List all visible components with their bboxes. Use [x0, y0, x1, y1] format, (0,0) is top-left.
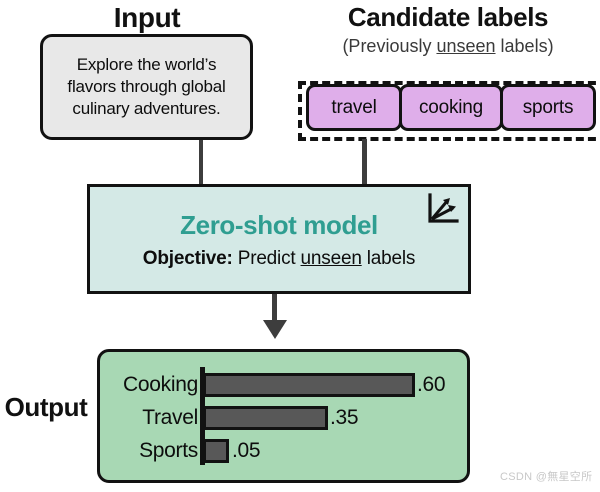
chart-bar-cooking: [203, 373, 415, 397]
diverging-arrows-axis-icon: [428, 193, 459, 223]
candidate-labels-container: [298, 81, 600, 141]
candidate-sub-post: labels): [495, 36, 554, 56]
chart-axis-line: [200, 367, 205, 465]
label-chip-sports[interactable]: sports: [500, 84, 596, 131]
connector-input-to-model: [199, 140, 203, 185]
label-chip-sports-text: sports: [522, 96, 574, 118]
chart-row: Cooking .60: [110, 372, 600, 398]
zero-shot-model-title: Zero-shot model: [180, 210, 378, 240]
output-box: [97, 349, 470, 483]
chart-bar-sports: [203, 439, 229, 463]
chart-value-cooking: .60: [417, 373, 446, 396]
chart-bar-travel: [203, 406, 328, 430]
candidate-labels-subheading: (Previously unseen labels): [296, 36, 600, 57]
label-chip-travel-text: travel: [331, 96, 377, 118]
connector-labels-to-model: [362, 139, 367, 185]
label-chip-cooking-text: cooking: [418, 96, 484, 118]
candidate-labels-heading: Candidate labels: [347, 2, 549, 32]
output-heading: Output: [4, 392, 88, 422]
label-chip-travel[interactable]: travel: [306, 84, 402, 131]
watermark: CSDN @無星空所: [500, 471, 593, 483]
input-text: Explore the world’s flavors through glob…: [67, 55, 226, 118]
zero-shot-model-objective: Objective: Predict unseen labels: [90, 248, 468, 270]
objective-label: Objective:: [142, 248, 233, 269]
chart-label-cooking: Cooking: [123, 373, 198, 396]
chart-row: Sports .05: [110, 438, 600, 464]
input-box: Explore the world’s flavors through glob…: [40, 34, 253, 140]
connector-model-to-output: [272, 294, 277, 326]
chart-row: Travel .35: [110, 405, 600, 431]
objective-underline: unseen: [300, 248, 362, 269]
objective-post: labels: [361, 248, 416, 269]
candidate-sub-underline: unseen: [436, 36, 496, 56]
candidate-label-chips: travel cooking sports: [306, 84, 596, 131]
label-chip-cooking[interactable]: cooking: [399, 84, 503, 131]
arrow-head-to-output: [263, 320, 287, 339]
candidate-sub-pre: (Previously: [342, 36, 437, 56]
chart-value-sports: .05: [232, 439, 261, 462]
zero-shot-model-box: Zero-shot model Objective: Predict unsee…: [87, 184, 471, 294]
chart-label-travel: Travel: [142, 406, 198, 429]
chart-label-sports: Sports: [139, 439, 198, 462]
chart-value-travel: .35: [330, 406, 359, 429]
input-heading: Input: [113, 2, 181, 33]
objective-pre: Predict: [232, 248, 301, 269]
